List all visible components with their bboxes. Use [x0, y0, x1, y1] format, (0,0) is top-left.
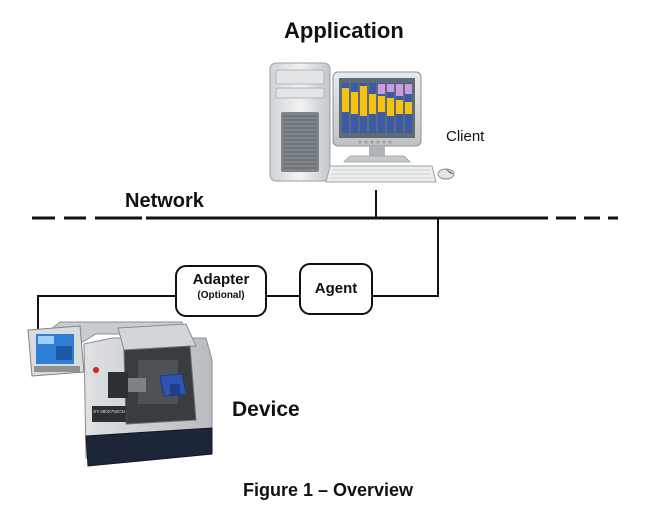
adapter-label: Adapter: [192, 271, 250, 288]
device-machine-icon: SY-380X750CN: [27, 321, 213, 467]
machine-plate-text: SY-380X750CN: [93, 409, 125, 414]
agent-label: Agent: [314, 280, 358, 297]
adapter-box: [175, 265, 267, 317]
adapter-label-group: Adapter (Optional): [176, 271, 266, 303]
adapter-optional-note: (Optional): [197, 290, 245, 301]
client-computer-icon: [269, 62, 455, 183]
client-label: Client: [446, 128, 485, 145]
connector-lines: [37, 190, 439, 330]
agent-box: [299, 263, 373, 315]
device-label: Device: [232, 398, 300, 421]
application-title: Application: [284, 18, 404, 43]
network-label: Network: [125, 190, 204, 212]
screen-bars: [342, 83, 412, 133]
figure-caption: Figure 1 – Overview: [242, 480, 414, 500]
